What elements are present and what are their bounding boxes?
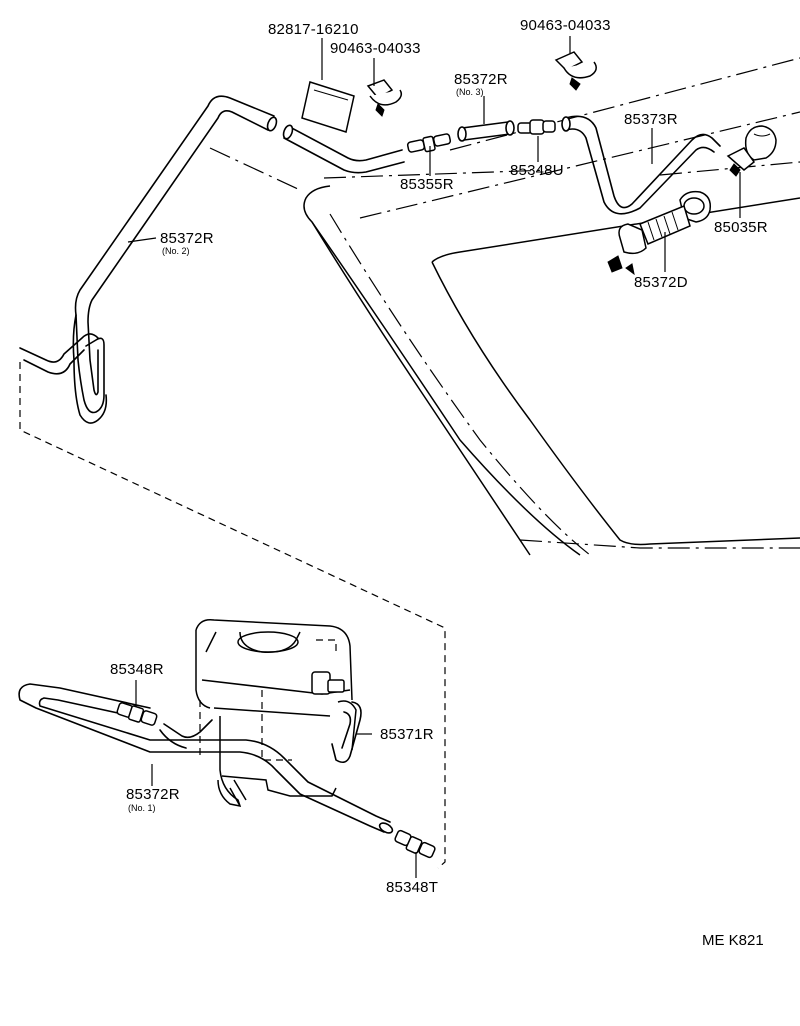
label-85372R-no1-sub: (No. 1) <box>128 803 156 813</box>
upper-hose-run <box>282 115 721 215</box>
clamp-right-90463 <box>554 51 597 91</box>
clamp-left-90463 <box>366 79 403 117</box>
label-85372R-no1: 85372R <box>126 786 180 803</box>
label-85355R: 85355R <box>400 176 454 193</box>
grommet-85372D <box>607 190 712 276</box>
window-outline <box>209 57 800 556</box>
label-85373R: 85373R <box>624 111 678 128</box>
leader-lines <box>127 36 741 878</box>
hose-85372R-no1 <box>18 683 394 834</box>
washer-tank <box>195 618 357 807</box>
connector-85348R <box>116 702 158 726</box>
label-85371R: 85371R <box>380 726 434 743</box>
connector-85348T <box>394 829 436 859</box>
phantom-outline <box>19 362 446 869</box>
hose-85372R-no2 <box>19 95 278 424</box>
label-plate-82817 <box>301 81 355 133</box>
label-85372R-no2: 85372R <box>160 230 214 247</box>
label-85372R-no2-sub: (No. 2) <box>162 246 190 256</box>
label-85372R-no3-sub: (No. 3) <box>456 87 484 97</box>
label-85372R-no3: 85372R <box>454 71 508 88</box>
label-90463-04033-left: 90463-04033 <box>330 40 421 57</box>
hose-85371R <box>331 701 362 764</box>
label-85372D: 85372D <box>634 274 688 291</box>
label-85035R: 85035R <box>714 219 768 236</box>
label-85348R: 85348R <box>110 661 164 678</box>
nozzle-85035R <box>726 125 777 177</box>
figure-code: ME K821 <box>702 932 764 949</box>
label-90463-04033-right: 90463-04033 <box>520 17 611 34</box>
label-85348T: 85348T <box>386 879 439 896</box>
label-82817-16210: 82817-16210 <box>268 21 359 38</box>
label-85348U: 85348U <box>510 162 564 179</box>
